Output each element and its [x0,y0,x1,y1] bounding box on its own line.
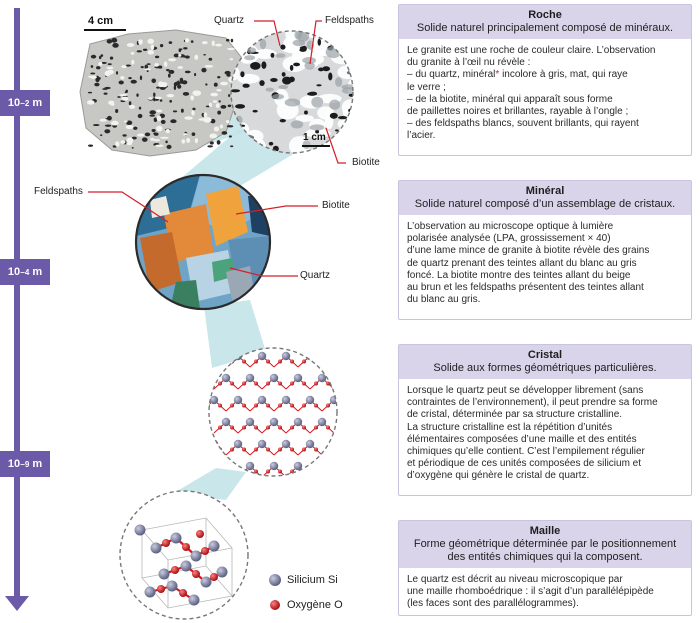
scale-label-exp: −4 [20,267,30,277]
scale-label-3: 10−9 m [0,451,50,477]
card-maille-header: Maille Forme géométrique déterminée par … [399,521,691,568]
closeup-scalebar-label: 1 cm [303,132,326,143]
card-line: chimiques qu’elle contient. C’est l’empi… [407,446,645,458]
unit-cell [120,491,248,619]
scale-label-base: 10 [7,97,21,109]
card-line: d’oxygène qui génère le cristal de quart… [407,470,590,482]
label-feldspaths-top: Feldspaths [325,15,374,26]
scale-label-unit: m [32,458,43,470]
label-feldspaths-mid: Feldspaths [34,186,83,197]
card-line: (les faces sont des parallélogrammes). [407,598,579,610]
scale-label-base: 10 [7,266,21,278]
card-line: de cristal, déterminée par sa structure … [407,409,623,421]
granite-zoom-illustration [79,20,354,620]
card-body: Le granite est une roche de couleur clai… [399,39,691,147]
card-title: Minéral [525,185,565,197]
card-line-tail: incolore à gris, mat, qui raye [499,69,628,81]
card-cristal-header: Cristal Solide aux formes géométriques p… [399,345,691,379]
card-line: Lorsque le quartz peut se développer lib… [407,385,644,396]
card-line: Le quartz est décrit au niveau microscop… [407,574,623,585]
card-line: foncé. La biotite montre des teintes all… [407,269,631,281]
scale-arrow-icon [5,596,29,611]
card-line-start: – du quartz, minéral [407,69,496,81]
card-body: Le quartz est décrit au niveau microscop… [399,568,691,615]
card-maille: Maille Forme géométrique déterminée par … [398,520,692,616]
card-line: – du quartz, minéral* incolore à gris, m… [407,69,683,81]
scale-label-2: 10−4 m [0,259,50,285]
scale-label-base: 10 [7,458,21,470]
card-body: Lorsque le quartz peut se développer lib… [399,379,691,487]
scale-axis [14,8,20,598]
label-quartz-mid: Quartz [300,270,331,281]
card-line: contraintes de l’environnement), il peut… [407,397,658,409]
crystal-lattice [209,348,337,476]
card-subtitle: Solide naturel principalement composé de… [416,22,674,34]
scale-label-exp: −9 [20,459,30,469]
card-line: – des feldspaths blancs, souvent brillan… [407,118,639,130]
rock-scalebar-label: 4 cm [88,15,114,27]
scale-label-unit: m [32,266,43,278]
card-line: d’une lame mince de granite à biotite ré… [407,245,650,257]
callout-lines [88,20,346,277]
card-title: Maille [529,525,561,537]
card-cristal: Cristal Solide aux formes géométriques p… [398,344,692,496]
card-line: de quartz prenant des teintes allant du … [407,257,637,269]
card-line: au brun et les feldspaths présentent des… [407,282,644,294]
oxygene-legend-icon [270,600,280,610]
card-line: du granite à l’œil nu révèle : [407,57,531,69]
card-mineral: Minéral Solide naturel composé d’un asse… [398,180,692,320]
card-title: Cristal [527,349,563,361]
card-line: Le granite est une roche de couleur clai… [407,45,656,56]
card-line: une maille rhomboédrique : il s’agit d’u… [407,586,654,598]
label-quartz-top: Quartz [214,15,245,26]
card-body: L’observation au microscope optique à lu… [399,215,691,310]
card-mineral-header: Minéral Solide naturel composé d’un asse… [399,181,691,215]
granite-rock [79,29,243,157]
scale-label-1: 10−2 m [0,90,50,116]
legend-oxygene-label: Oxygène O [287,599,343,611]
label-biotite-mid: Biotite [322,200,350,211]
card-roche-header: Roche Solide naturel principalement comp… [399,5,691,39]
card-roche: Roche Solide naturel principalement comp… [398,4,692,156]
card-line: – de la biotite, minéral qui apparaît so… [407,93,613,105]
card-line: du blanc au gris. [407,294,481,306]
granite-closeup [231,31,353,153]
card-line: et périodique de ces unités composées de… [407,458,642,470]
card-subtitle: Forme géométrique déterminée par le posi… [413,538,677,563]
card-subtitle: Solide aux formes géométriques particuli… [433,362,657,374]
card-subtitle: Solide naturel composé d’un assemblage d… [414,198,676,210]
scale-label-unit: m [32,97,43,109]
card-title: Roche [528,9,562,21]
scale-label-exp: −2 [20,98,30,108]
card-line: le verre ; [407,81,446,93]
zoom-cone-3 [204,300,266,368]
legend-silicium-label: Silicium Si [287,574,338,586]
card-line: élémentaires composées d’une maille et d… [407,433,637,445]
card-line: L’observation au microscope optique à lu… [407,221,614,232]
card-line: de paillettes noires et brillantes, raya… [407,106,629,118]
silicium-legend-icon [269,574,281,586]
glossary-star[interactable]: * [495,69,500,81]
card-line: polarisée analysée (LPA, grossissement ×… [407,233,611,245]
card-line: l’acier. [407,130,436,142]
label-biotite-top: Biotite [352,157,380,168]
card-line: La structure cristalline est la répétiti… [407,421,613,433]
